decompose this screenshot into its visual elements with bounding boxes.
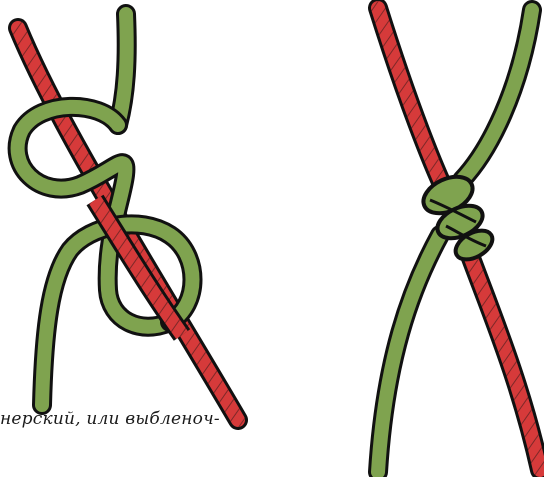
caption-text: нерский, или выбленоч-	[0, 409, 220, 429]
knot-finished	[378, 8, 540, 472]
knot-tying-steps	[18, 14, 238, 420]
